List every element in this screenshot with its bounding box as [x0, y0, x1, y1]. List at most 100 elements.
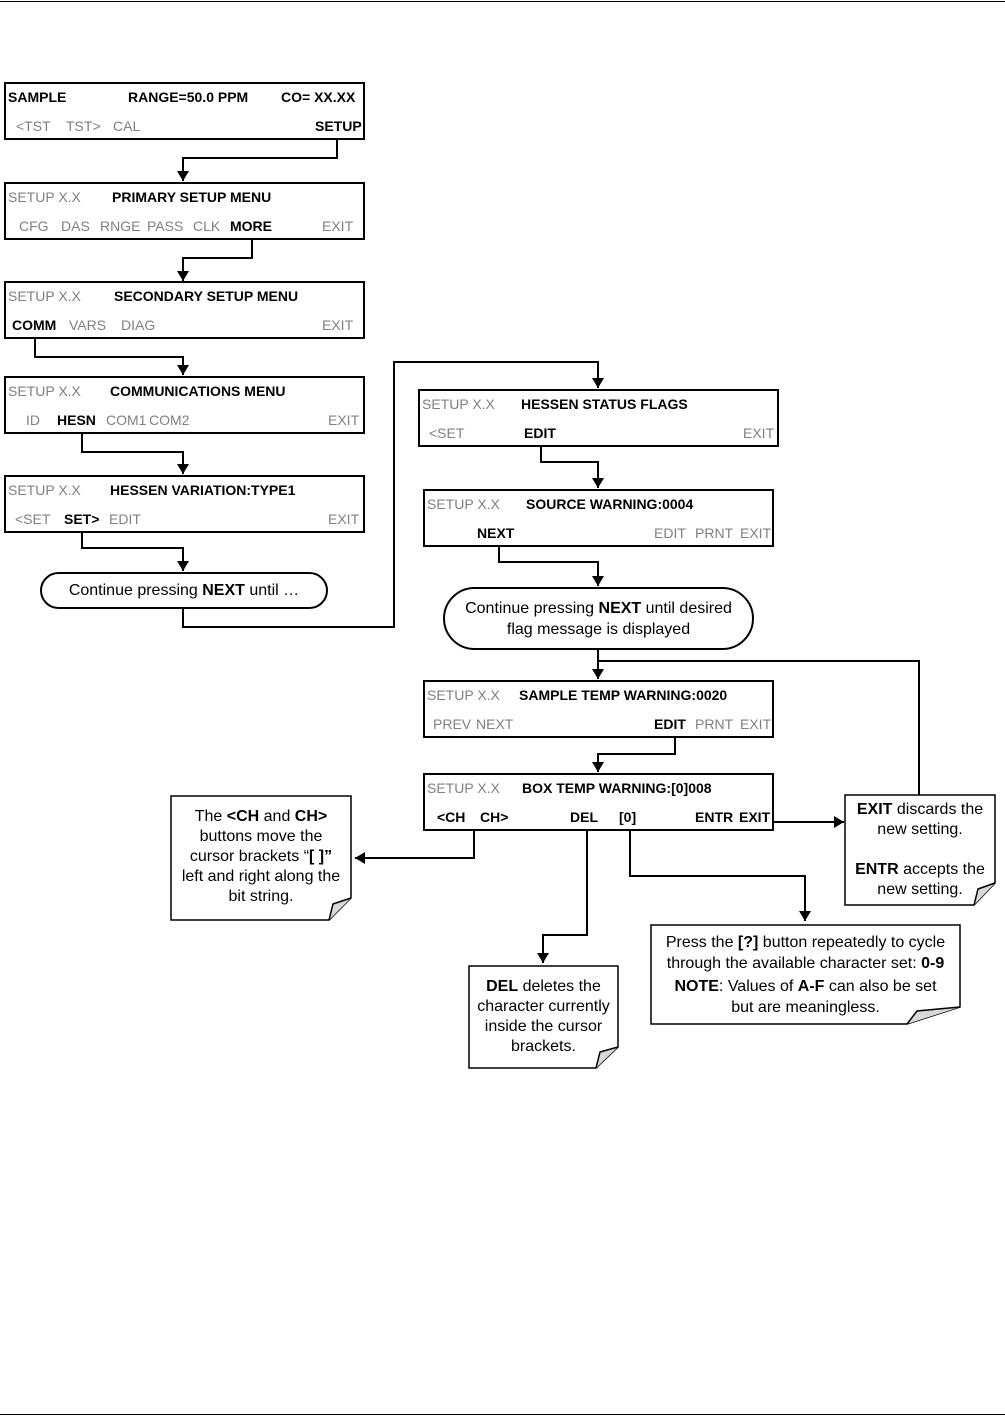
bottom-rule	[0, 1414, 1005, 1415]
set-back-button[interactable]: <SET	[429, 425, 465, 441]
note-digit: Press the [?] button repeatedly to cycle…	[651, 932, 960, 1018]
arrow-comm-to-communications	[34, 339, 189, 375]
setup-version-label: SETUP X.X	[422, 396, 495, 412]
note-text: buttons move the	[199, 828, 323, 845]
next-button[interactable]: NEXT	[476, 716, 514, 732]
range-readout: RANGE=50.0 PPM	[128, 89, 249, 105]
note-text: cursor brackets “	[189, 848, 310, 865]
note-box-exit-entr	[844, 794, 996, 906]
note-box-del	[468, 965, 619, 1069]
note-text: : Values of	[718, 978, 798, 995]
ch-right-key: CH>	[294, 808, 328, 825]
continue-text: Continue pressing	[465, 599, 599, 617]
next-key: NEXT	[598, 599, 642, 617]
setup-version-label: SETUP X.X	[427, 687, 500, 703]
sample-display: SAMPLE RANGE=50.0 PPM CO= XX.XX <TST TST…	[4, 82, 365, 140]
exit-button[interactable]: EXIT	[740, 716, 772, 732]
exit-button[interactable]: EXIT	[322, 218, 354, 234]
top-rule	[0, 1, 1005, 2]
next-button[interactable]: NEXT	[477, 525, 515, 541]
exit-button[interactable]: EXIT	[322, 317, 354, 333]
note-text: left and right along the	[181, 868, 341, 885]
primary-setup-display: SETUP X.X PRIMARY SETUP MENU CFG DAS RNG…	[4, 182, 365, 240]
charset-key: 0-9	[921, 955, 945, 972]
comm-button[interactable]: COMM	[12, 317, 57, 333]
tst-back-button[interactable]: <TST	[16, 118, 51, 134]
del-button[interactable]: DEL	[570, 809, 598, 825]
note-text: new setting.	[877, 821, 963, 838]
status-flags-display: SETUP X.X HESSEN STATUS FLAGS <SET EDIT …	[418, 389, 779, 447]
cfg-button[interactable]: CFG	[19, 218, 49, 234]
setup-version-label: SETUP X.X	[8, 383, 81, 399]
note-exit-entr: EXIT discards the new setting. ENTR acce…	[845, 800, 995, 900]
communications-menu-display: SETUP X.X COMMUNICATIONS MENU ID HESN CO…	[4, 376, 365, 434]
prnt-button[interactable]: PRNT	[695, 716, 734, 732]
note-box-ch	[170, 795, 352, 921]
set-forward-button[interactable]: SET>	[64, 511, 100, 527]
digit-button[interactable]: [0]	[619, 809, 637, 825]
exit-button[interactable]: EXIT	[739, 809, 771, 825]
clk-button[interactable]: CLK	[193, 218, 221, 234]
entr-key: ENTR	[855, 861, 899, 878]
box-temp-warning-display: SETUP X.X BOX TEMP WARNING:[0]008 <CH CH…	[423, 773, 774, 831]
cal-button[interactable]: CAL	[113, 118, 141, 134]
entr-button[interactable]: ENTR	[695, 809, 734, 825]
exit-button[interactable]: EXIT	[328, 511, 360, 527]
note-text: through the available character set:	[666, 955, 922, 972]
arrow-edit-to-source-warning	[540, 447, 604, 488]
continue-text: Continue pressing	[68, 582, 203, 599]
hessen-variation-title: HESSEN VARIATION:TYPE1	[110, 482, 296, 498]
note-text: brackets.	[511, 1038, 576, 1055]
prev-button[interactable]: PREV	[433, 716, 472, 732]
edit-button[interactable]: EDIT	[654, 525, 686, 541]
edit-button[interactable]: EDIT	[524, 425, 556, 441]
id-button[interactable]: ID	[26, 412, 40, 428]
exit-button[interactable]: EXIT	[328, 412, 360, 428]
ch-right-button[interactable]: CH>	[480, 809, 509, 825]
arrow-ch-to-note	[355, 829, 475, 864]
tst-forward-button[interactable]: TST>	[66, 118, 101, 134]
sample-temp-title: SAMPLE TEMP WARNING:0020	[519, 687, 728, 703]
edit-button[interactable]: EDIT	[654, 716, 686, 732]
note-text: discards the	[892, 801, 984, 818]
communications-title: COMMUNICATIONS MENU	[110, 383, 286, 399]
edit-button[interactable]: EDIT	[109, 511, 141, 527]
note-ch-buttons: The <CH and CH> buttons move the cursor …	[171, 807, 351, 907]
ch-left-button[interactable]: <CH	[437, 809, 466, 825]
vars-button[interactable]: VARS	[69, 317, 107, 333]
rnge-button[interactable]: RNGE	[100, 218, 141, 234]
del-key: DEL	[486, 978, 519, 995]
sample-mode-label: SAMPLE	[8, 89, 67, 105]
bracket-key: [ ]”	[309, 848, 333, 865]
note-text: The	[194, 808, 227, 825]
com1-button[interactable]: COM1	[106, 412, 147, 428]
hessen-variation-display: SETUP X.X HESSEN VARIATION:TYPE1 <SET SE…	[4, 475, 365, 533]
arrow-del-to-note	[537, 825, 588, 963]
setup-version-label: SETUP X.X	[8, 189, 81, 205]
setup-button[interactable]: SETUP	[315, 118, 362, 134]
arrow-continue-to-status-flags	[182, 361, 604, 628]
arrow-setup-to-primary	[177, 139, 338, 181]
box-temp-title-suffix: 008	[688, 780, 712, 796]
com2-button[interactable]: COM2	[149, 412, 190, 428]
cursor-digit: [0]	[671, 780, 689, 796]
more-button[interactable]: MORE	[230, 218, 272, 234]
arrow-hesn-to-variation	[81, 433, 189, 474]
exit-key: EXIT	[856, 801, 893, 818]
exit-button[interactable]: EXIT	[743, 425, 775, 441]
das-button[interactable]: DAS	[61, 218, 90, 234]
box-temp-title: BOX TEMP WARNING:[0]008	[522, 780, 712, 796]
prnt-button[interactable]: PRNT	[695, 525, 734, 541]
ch-left-key: <CH	[226, 808, 260, 825]
note-label: NOTE	[674, 978, 719, 995]
note-text: accepts the	[898, 861, 985, 878]
pass-button[interactable]: PASS	[147, 218, 184, 234]
diag-button[interactable]: DIAG	[121, 317, 156, 333]
flag-message-text: flag message is displayed	[506, 620, 691, 638]
set-back-button[interactable]: <SET	[15, 511, 51, 527]
exit-button[interactable]: EXIT	[740, 525, 772, 541]
source-warning-display: SETUP X.X SOURCE WARNING:0004 NEXT EDIT …	[423, 489, 774, 547]
box-temp-title-prefix: BOX TEMP WARNING:	[522, 780, 672, 796]
hesn-button[interactable]: HESN	[57, 412, 96, 428]
